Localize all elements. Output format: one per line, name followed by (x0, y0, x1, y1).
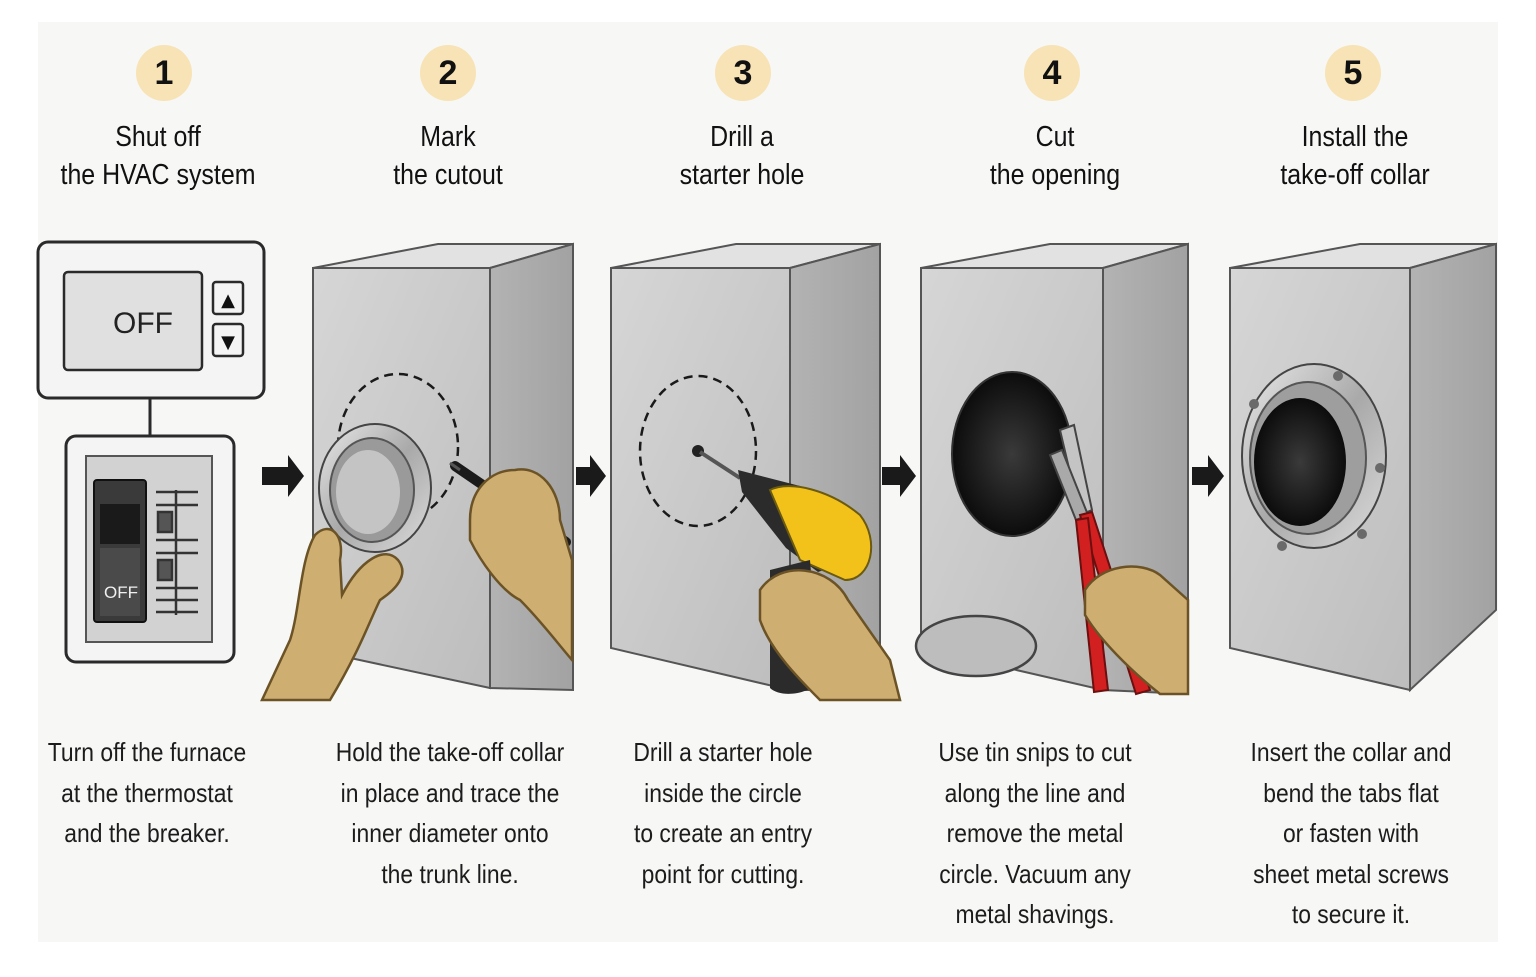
step-2-description-line: Hold the take-off collar (335, 737, 565, 767)
removed-metal-disc (914, 614, 1038, 678)
step-5-number: 5 (1325, 45, 1381, 101)
thermostat-icon: OFF ▲ ▼ (36, 240, 266, 400)
step-2-number: 2 (420, 45, 476, 101)
step-4-title-line: Cut (1035, 121, 1075, 153)
step-4-description-line: remove the metal (946, 818, 1124, 848)
dashed-cutout-outline (336, 372, 460, 522)
step-3-description-line: inside the circle (644, 777, 802, 808)
step-5-description: Insert the collar and bend the tabs flat… (1219, 732, 1483, 935)
step-1-title: Shut off the HVAC system (29, 118, 287, 194)
step-3-title: Drill a starter hole (613, 118, 871, 194)
step-3-description: Drill a starter hole inside the circle t… (591, 732, 855, 894)
step-4-description-line: Use tin snips to cut (938, 737, 1132, 767)
step-2-description: Hold the take-off collar in place and tr… (318, 732, 582, 894)
thermostat-display: OFF (113, 307, 173, 340)
step-4-number: 4 (1024, 45, 1080, 101)
step-5-description-line: Insert the collar and (1250, 737, 1452, 767)
down-arrow-icon: ▼ (221, 332, 235, 353)
step-1-description-line: Turn off the furnace (47, 737, 247, 767)
take-off-collar-icon (318, 423, 432, 553)
step-2-title: Mark the cutout (319, 118, 577, 194)
step-5-title-line: take-off collar (1280, 159, 1430, 191)
breaker-panel-icon: OFF (64, 434, 236, 664)
glove-hand-icon (1083, 565, 1190, 696)
step-1-title-line: Shut off (115, 121, 201, 153)
step-5-description-line: or fasten with (1282, 818, 1420, 848)
step-5-description-line: to secure it. (1291, 899, 1411, 929)
step-5-description-line: sheet metal screws (1253, 858, 1449, 889)
step-4-title-line: the opening (989, 159, 1121, 191)
step-1-number: 1 (136, 45, 192, 101)
step-4-description-line: along the line and (944, 777, 1126, 808)
sheet-metal-screws (1249, 371, 1385, 551)
step-4-description-line: circle. Vacuum any (939, 858, 1131, 889)
step-2-title-line: the cutout (393, 159, 503, 191)
step-2-title-line: Mark (420, 121, 476, 153)
arrow-icons (262, 455, 1224, 497)
installed-collar-icon (1241, 363, 1387, 551)
step-3-title-line: starter hole (679, 159, 805, 191)
step-4-description: Use tin snips to cut along the line and … (903, 732, 1167, 935)
step-5-description-line: bend the tabs flat (1263, 777, 1439, 808)
step-5-title: Install the take-off collar (1226, 118, 1484, 194)
arrow-right-icon (882, 455, 916, 497)
arrow-right-icon (576, 455, 606, 497)
step-1-title-line: the HVAC system (60, 159, 256, 191)
up-arrow-icon: ▲ (221, 290, 235, 311)
step-2-description-line: the trunk line. (381, 858, 519, 889)
glove-hand-icon (468, 468, 574, 664)
step-2-description-line: inner diameter onto (351, 818, 549, 848)
step-3-description-line: point for cutting. (641, 858, 805, 889)
glove-hand-icon (758, 569, 902, 702)
step-3-title-line: Drill a (710, 121, 774, 153)
step-4-title: Cut the opening (926, 118, 1184, 194)
step-2-description-line: in place and trace the (340, 777, 560, 808)
step-3-description-line: Drill a starter hole (633, 737, 813, 767)
arrow-right-icon (262, 455, 304, 497)
step-1-description: Turn off the furnace at the thermostat a… (15, 732, 279, 854)
step-1-description-line: at the thermostat (61, 777, 233, 808)
step-3-number: 3 (715, 45, 771, 101)
step-1-description-line: and the breaker. (64, 818, 230, 848)
step-4-description-line: metal shavings. (955, 899, 1115, 929)
thermostat-down-button (211, 322, 245, 358)
breaker-off-label: OFF (104, 583, 138, 602)
step-5-title-line: Install the (1301, 121, 1409, 153)
thermostat-up-button (211, 280, 245, 316)
glove-hand-icon (260, 527, 404, 702)
arrow-right-icon (1192, 455, 1224, 497)
step-3-description-line: to create an entry (633, 818, 813, 848)
dashed-cutout-outline (638, 374, 758, 528)
